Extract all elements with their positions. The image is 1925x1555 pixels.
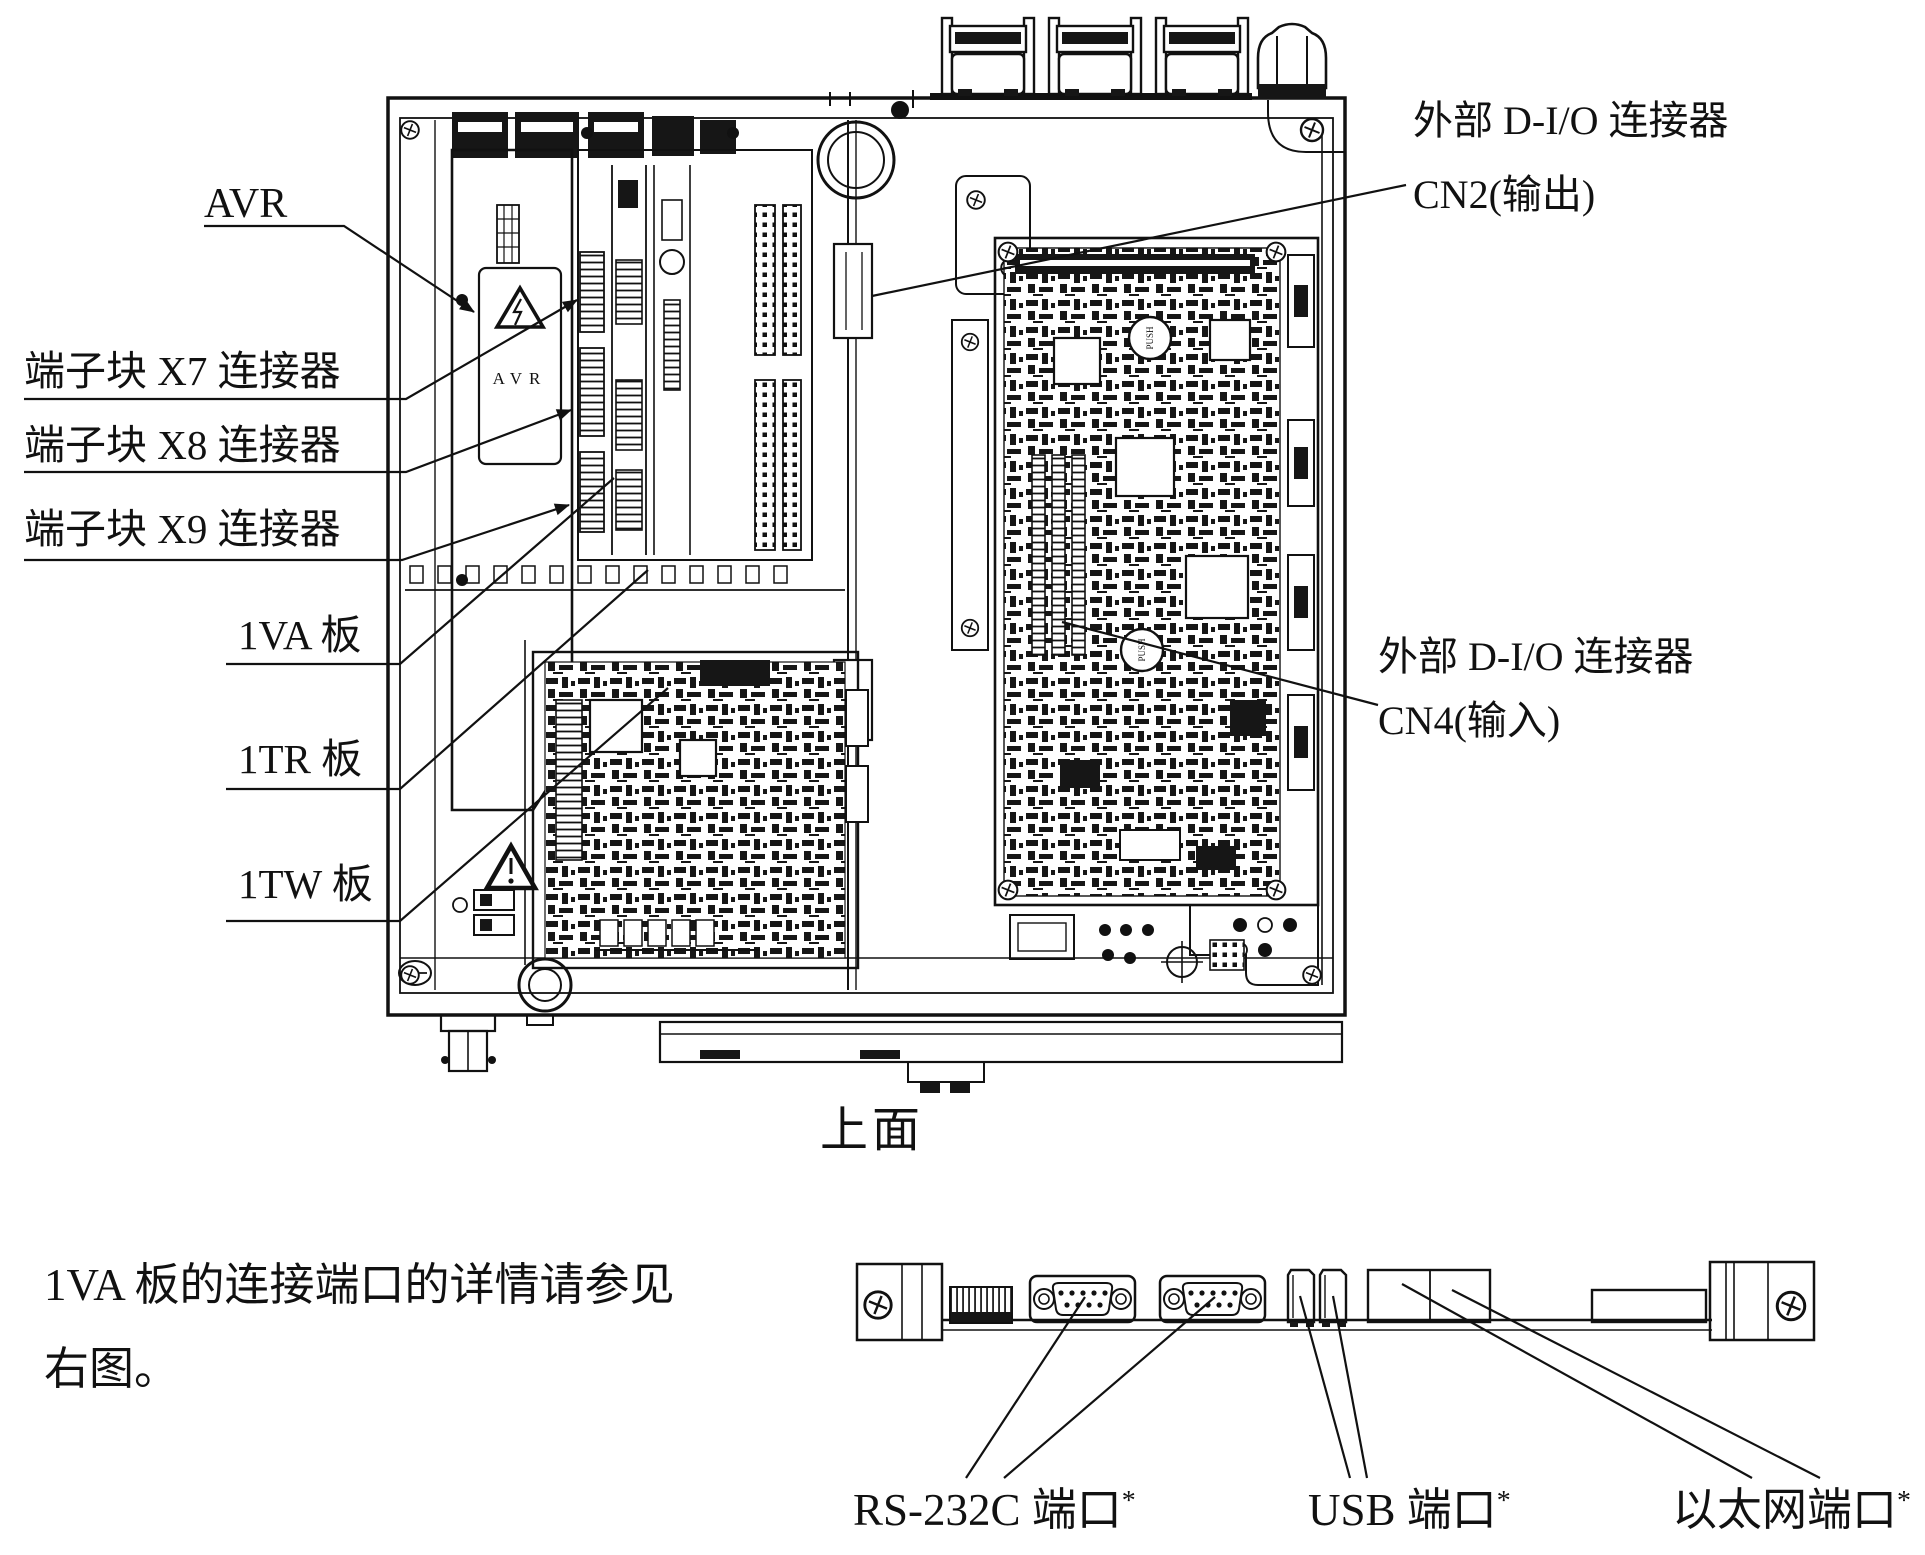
svg-text:PUSH: PUSH (1137, 638, 1147, 662)
chassis (386, 90, 1347, 1017)
bottom-tray (658, 1020, 1344, 1093)
leader-1tr (226, 569, 649, 791)
callout-1tw-board: 1TW 板 (238, 861, 373, 907)
main-cpu-board: PUSH PUSH (993, 236, 1320, 907)
callout-avr: AVR (204, 181, 288, 227)
callout-cn4-line2: CN4(输入) (1378, 698, 1561, 743)
top-connector-modules (930, 16, 1252, 100)
crosshair-mark (1161, 941, 1203, 983)
leader-1tw (226, 687, 669, 923)
1va-board-edge-view (855, 1260, 1821, 1479)
label-ethernet-port: 以太网端口* (1672, 1486, 1911, 1534)
label-rs232-text: RS-232C 端口 (853, 1485, 1122, 1535)
dio-connector-cn2 (832, 242, 874, 340)
board-1tw (524, 640, 869, 970)
label-ethernet-text: 以太网端口 (1672, 1485, 1898, 1535)
edge-connectors (1287, 254, 1315, 791)
leader-x9 (24, 503, 570, 562)
usb-port-1 (1286, 1268, 1316, 1327)
push-button-bottom: PUSH (1119, 627, 1165, 673)
callout-cn4-line1: 外部 D-I/O 连接器 (1378, 634, 1694, 679)
note-line1: 1VA 板的连接端口的详情请参见 (44, 1260, 675, 1310)
callout-x7: 端子块 X7 连接器 (24, 348, 341, 394)
rs232c-port-1 (1028, 1274, 1137, 1324)
leader-rs232-1 (965, 1296, 1086, 1479)
dio-connector-cn4 (1031, 454, 1086, 656)
rs232c-port-2 (1158, 1274, 1267, 1324)
label-usb-text: USB 端口 (1308, 1485, 1497, 1535)
callout-leaders (24, 183, 1407, 923)
leader-x7 (24, 299, 578, 401)
label-rs232-asterisk: * (1121, 1485, 1136, 1516)
right-end-block (1708, 1260, 1816, 1342)
callout-cn2-line1: 外部 D-I/O 连接器 (1413, 98, 1729, 143)
note-line2: 右图。 (44, 1344, 180, 1394)
terminal-block-x9 (579, 451, 605, 533)
small-terminal-pair (452, 889, 515, 936)
cable-gland (1256, 22, 1328, 143)
leader-cn2 (871, 183, 1407, 298)
flat-block (1590, 1288, 1708, 1324)
view-caption: 上面 (820, 1104, 925, 1157)
card-1va (611, 165, 647, 555)
terminal-strip-connector (949, 1286, 1013, 1324)
leader-x8 (24, 408, 572, 474)
card-rack (577, 127, 813, 561)
port-leaders (965, 1283, 1821, 1479)
warning-triangle-icon (483, 841, 539, 891)
leader-eth-1 (1401, 1283, 1753, 1479)
label-usb-port: USB 端口* (1308, 1486, 1511, 1534)
high-voltage-warning-icon (493, 284, 547, 329)
leader-usb-1 (1298, 1295, 1352, 1479)
left-end-block (855, 1262, 944, 1342)
callout-x9: 端子块 X9 连接器 (24, 506, 341, 552)
leader-avr (204, 224, 475, 313)
callout-1tr-board: 1TR 板 (238, 736, 363, 782)
usb-port-2 (1318, 1268, 1348, 1327)
leader-1va (226, 477, 615, 666)
leader-rs232-2 (1003, 1296, 1216, 1479)
ethernet-port (1366, 1268, 1492, 1324)
callout-x8: 端子块 X8 连接器 (24, 422, 341, 468)
label-ethernet-asterisk: * (1897, 1485, 1911, 1516)
bottom-right-area (1009, 904, 1319, 986)
leader-eth-2 (1451, 1289, 1821, 1479)
avr-module-text: AVR (493, 369, 548, 388)
label-rs232-port: RS-232C 端口* (853, 1486, 1136, 1534)
bottom-rail (398, 957, 1344, 1093)
label-usb-asterisk: * (1496, 1485, 1511, 1516)
leader-usb-2 (1331, 1295, 1369, 1479)
push-button-top: PUSH (1127, 315, 1173, 361)
left-foot (439, 1013, 497, 1073)
terminal-block-x8 (579, 347, 605, 437)
svg-text:PUSH: PUSH (1145, 326, 1155, 350)
callout-cn2-line2: CN2(输出) (1413, 172, 1596, 217)
mid-plates (951, 175, 1031, 651)
terminal-block-x7 (579, 251, 605, 333)
backplane-pad-row (405, 565, 845, 591)
leader-cn4 (1061, 620, 1379, 707)
callout-1va-board: 1VA 板 (238, 612, 362, 658)
